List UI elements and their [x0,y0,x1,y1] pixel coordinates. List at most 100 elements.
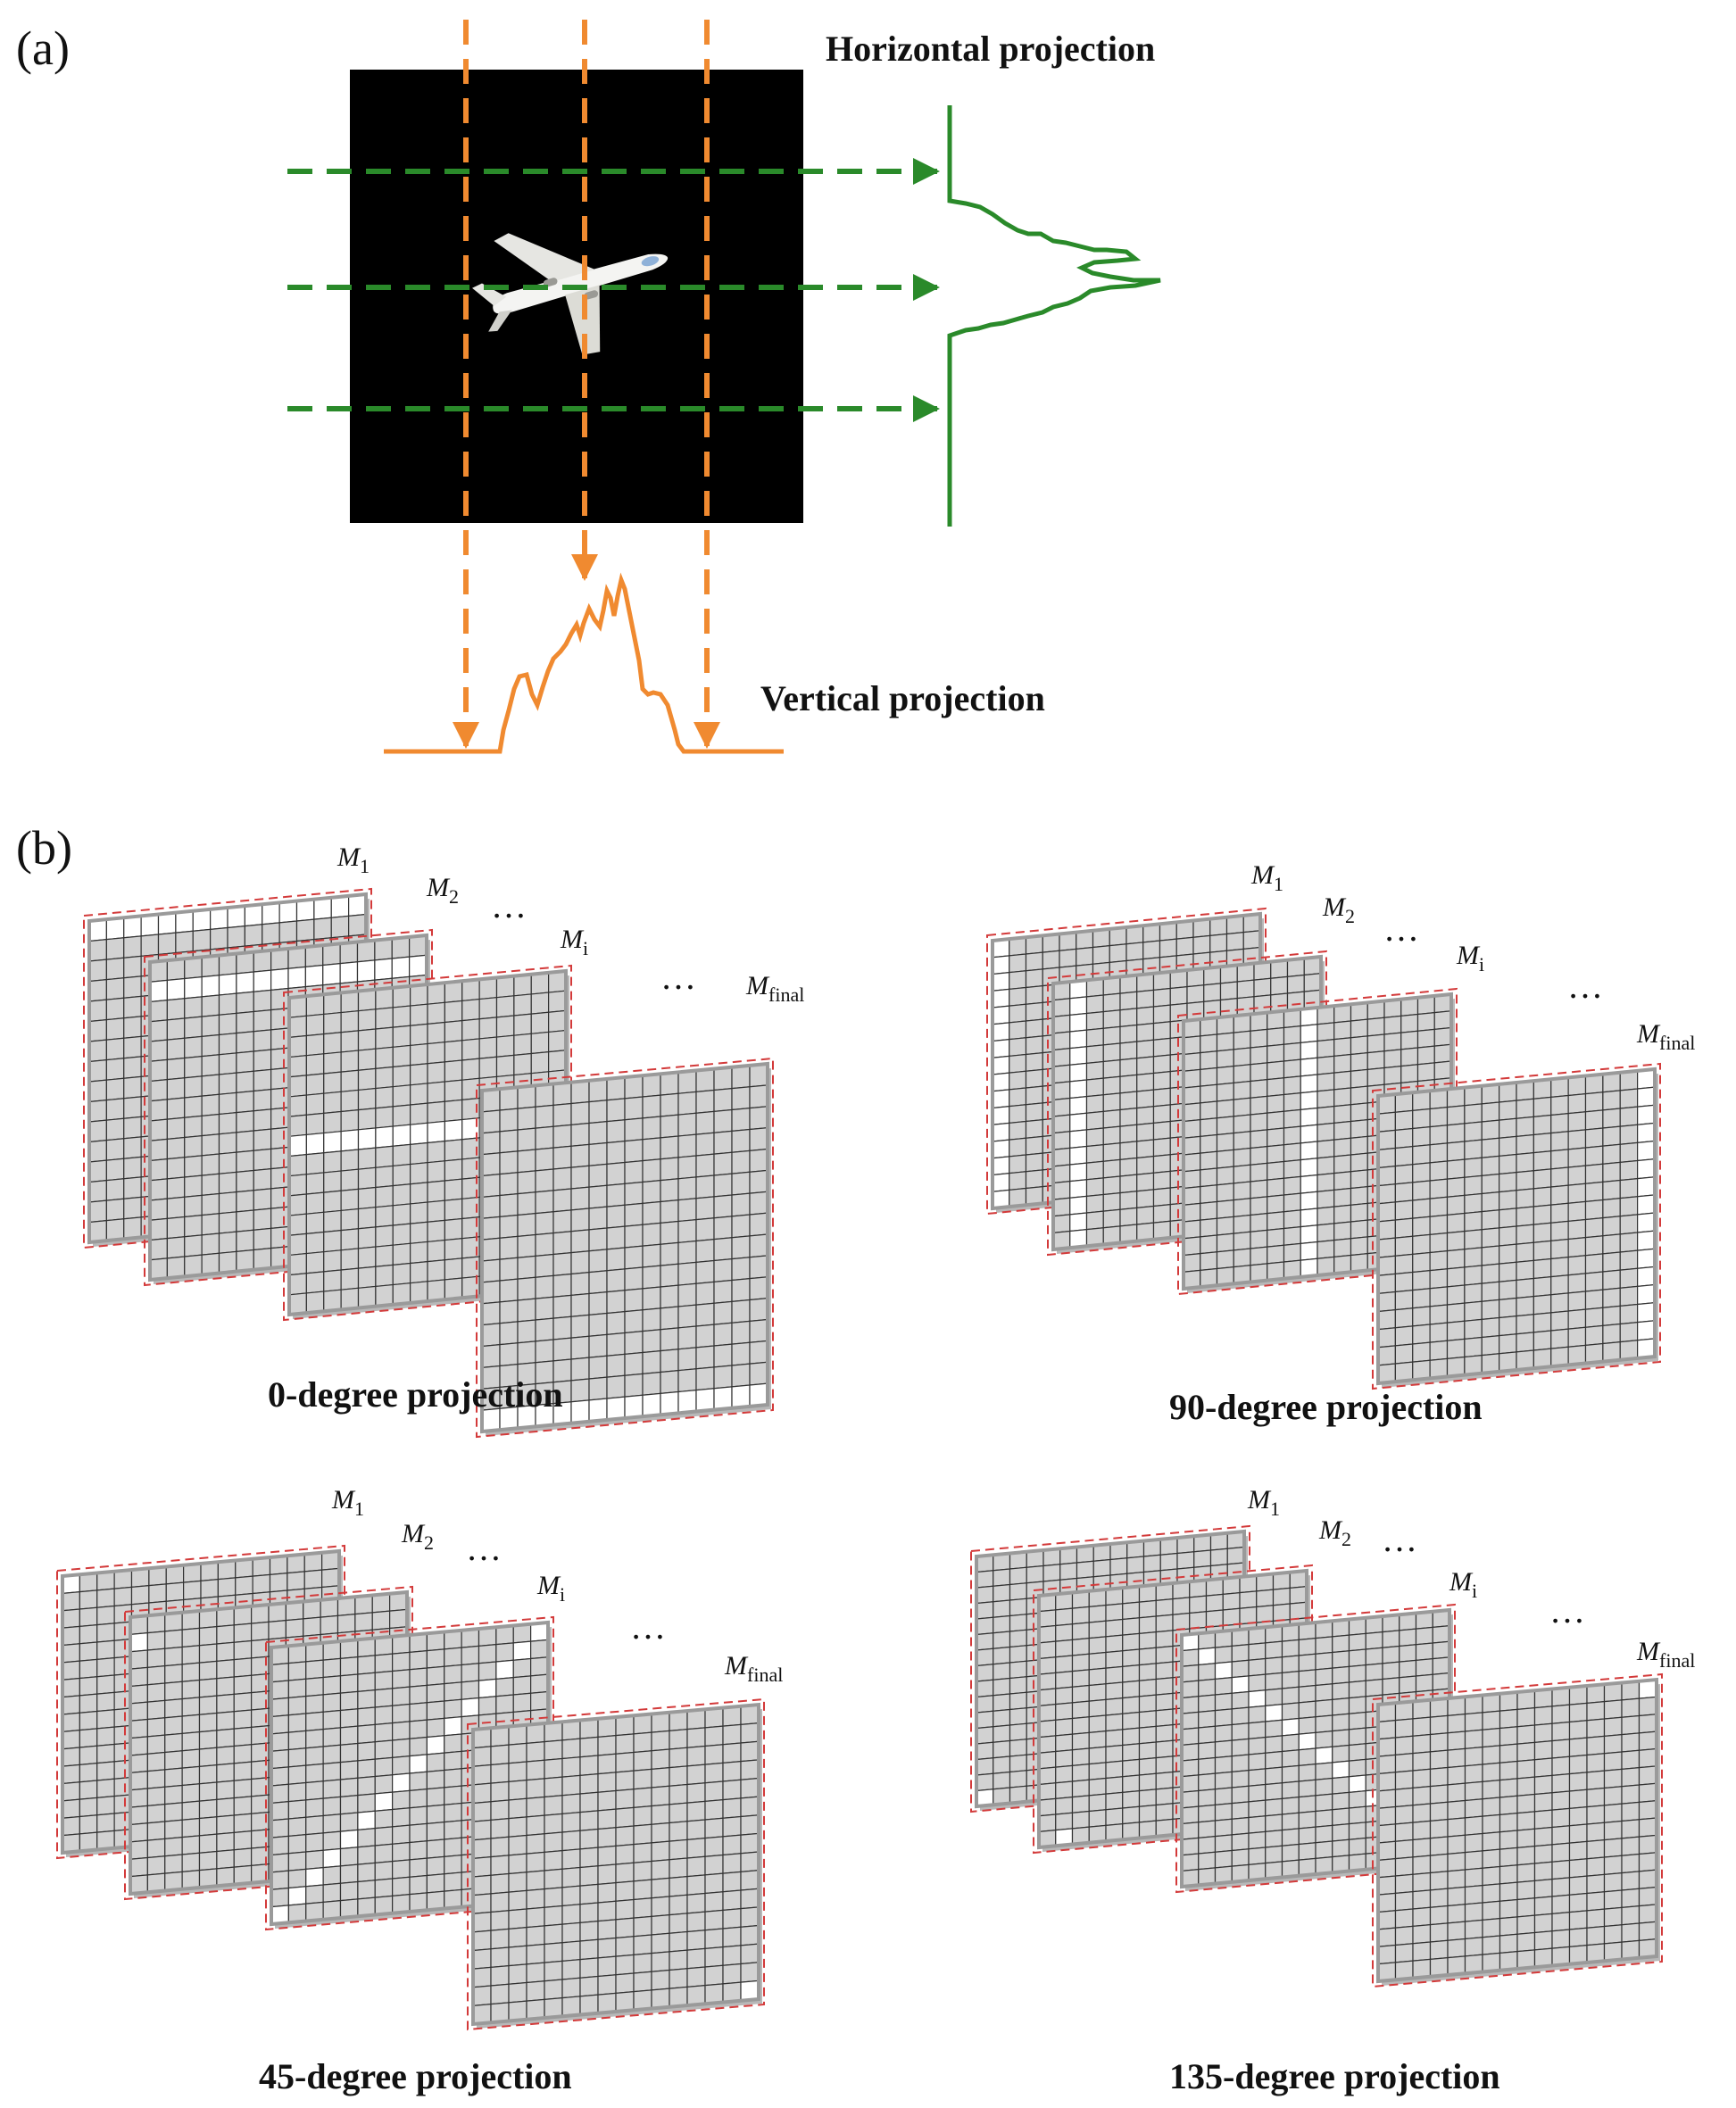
matrix-label-subscript: 1 [1270,1498,1280,1520]
highlighted-cell [1300,1057,1318,1077]
matrix-cell [1586,1908,1606,1929]
matrix-cell [444,1785,462,1805]
matrix-cell [1433,1026,1452,1047]
matrix-cell [651,1840,670,1863]
matrix-cell [1377,1291,1396,1313]
matrix-cell [1038,1656,1057,1675]
highlighted-cell [322,962,341,986]
matrix-cell [1481,1191,1500,1213]
matrix-cell [651,1896,670,1918]
matrix-cell [1350,1085,1368,1106]
matrix-cell [1317,1172,1335,1192]
matrix-cell [322,1709,342,1730]
matrix-cell [305,1231,325,1255]
matrix-cell [1584,1181,1604,1203]
matrix-cell [236,991,254,1015]
matrix-cell [1516,1759,1536,1780]
matrix-cell [340,1108,360,1133]
matrix-cell [544,1923,563,1946]
matrix-cell [1265,1656,1283,1675]
matrix-cell [1348,1758,1366,1778]
matrix-cell [517,1340,536,1365]
matrix-cell [1400,1064,1419,1084]
matrix-cell [288,1174,307,1197]
highlighted-cell [992,1122,1010,1142]
matrix-cell [1281,1749,1300,1768]
matrix-cell [677,1198,697,1223]
highlighted-cell [201,975,220,998]
matrix-cell [288,1252,307,1276]
matrix-cell [1298,1716,1317,1735]
matrix-cell [1009,1614,1027,1632]
matrix-cell [183,1580,202,1601]
sheet-border [1372,1672,1663,1988]
matrix-cell [570,1314,590,1339]
matrix-cell [1233,1080,1251,1100]
matrix-cell [1317,1022,1335,1042]
sheet-frame [471,1702,760,2027]
matrix-cell [218,1132,237,1155]
matrix-cell [579,1736,599,1758]
matrix-cell [1532,1204,1552,1225]
matrix-cell [426,1648,445,1669]
matrix-cell [1088,1620,1107,1639]
matrix-cell [1009,1020,1027,1041]
matrix-cell [1186,984,1205,1004]
matrix-cell [1481,1263,1500,1284]
matrix-cell [357,1246,377,1269]
matrix-cell [157,932,177,956]
highlighted-cell [356,959,376,983]
matrix-cell [1621,1836,1640,1856]
matrix-label-subscript: final [1659,1032,1695,1054]
matrix-cell [218,1052,237,1075]
matrix-cell [1464,1919,1483,1940]
matrix-cell [201,954,220,978]
matrix-cell [253,1227,272,1251]
highlighted-cell [1637,1104,1656,1125]
matrix-cell [588,1206,608,1231]
matrix-cell [526,1962,545,1984]
matrix-cell [544,1813,563,1835]
sheet-border [476,1057,774,1439]
matrix-cell [164,1697,183,1719]
matrix-cell [236,1110,254,1133]
matrix-cell [1055,1764,1074,1784]
matrix-cell [660,1199,679,1224]
matrix-label-base: M [1456,941,1481,970]
matrix-cell [1233,1147,1251,1167]
matrix-cell [340,1069,360,1092]
matrix-cell [1265,1845,1283,1864]
matrix-cell [1550,1256,1569,1278]
matrix-cell [1250,1045,1268,1066]
matrix-cell [62,1729,80,1750]
matrix-cell [96,1761,115,1781]
highlighted-cell [1300,1224,1318,1245]
matrix-cell [1042,1564,1061,1582]
matrix-cell [1464,1336,1483,1358]
highlighted-cell [1300,1091,1318,1111]
matrix-cell [62,1747,80,1767]
matrix-cell [1377,1737,1397,1757]
matrix-cell [149,1078,168,1102]
matrix-cell [481,1131,501,1156]
matrix-cell [548,1029,567,1053]
matrix-cell [1415,1657,1433,1677]
matrix-cell [375,1224,394,1248]
matrix-cell [976,1632,994,1651]
matrix-cell [1216,1199,1234,1219]
matrix-cell [976,1570,994,1589]
matrix-cell [1315,1730,1333,1749]
matrix-cell [1429,1340,1449,1361]
matrix-cell [252,1573,271,1595]
matrix-cell [561,1921,581,1944]
matrix-cell [1550,1238,1569,1260]
matrix-cell [1586,1753,1606,1773]
matrix-cell [1216,1049,1234,1069]
matrix-cell [287,1713,307,1733]
matrix-cell [1281,1639,1300,1658]
matrix-cell [198,1816,218,1837]
horizontal-projection-arrows [287,158,940,422]
matrix-cell [1317,1105,1335,1125]
matrix-cell [1142,1554,1161,1573]
matrix-cell [993,1693,1011,1712]
